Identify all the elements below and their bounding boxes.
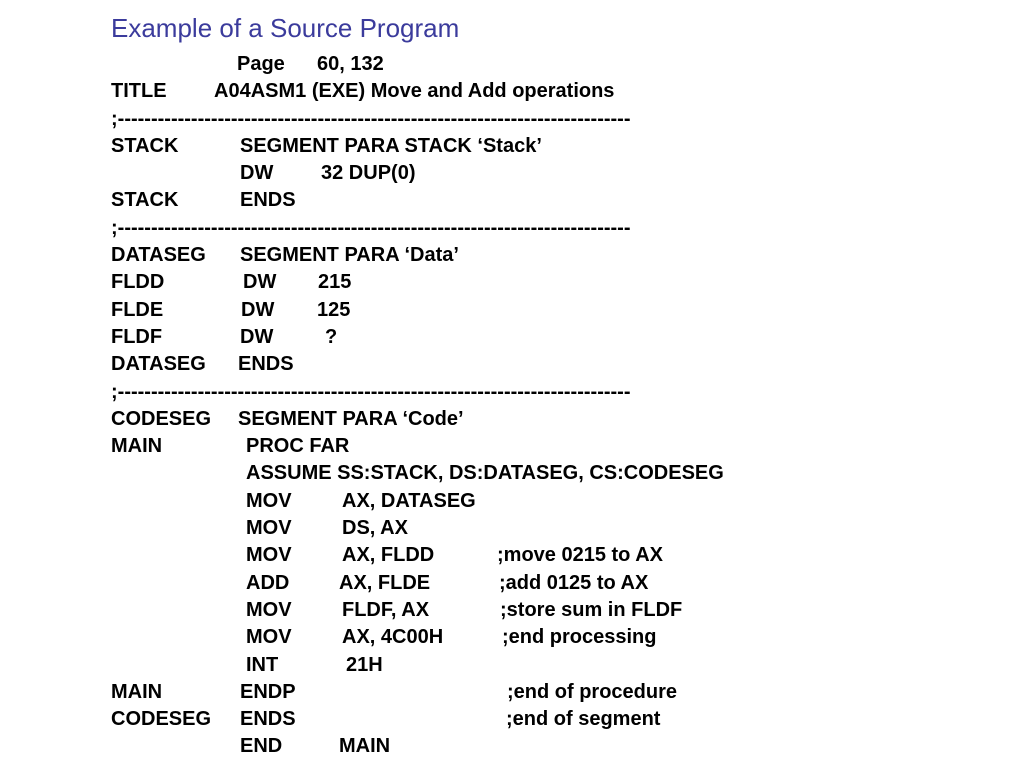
directive: ENDS bbox=[240, 189, 296, 212]
code-line-mov: MOV AX, 4C00H ;end processing bbox=[111, 624, 1011, 651]
operand: ? bbox=[325, 325, 338, 348]
directive: DW bbox=[240, 325, 274, 348]
source-code-listing: Page 60, 132 TITLE A04ASM1 (EXE) Move an… bbox=[111, 51, 1011, 761]
code-line-mov: MOV AX, FLDD ;move 0215 to AX bbox=[111, 542, 1011, 569]
operand: 125 bbox=[317, 298, 351, 321]
code-line-mov: MOV FLDF, AX ;store sum in FLDF bbox=[111, 597, 1011, 624]
label: STACK bbox=[111, 189, 179, 212]
operand: AX, 4C00H bbox=[342, 626, 444, 649]
directive: ENDS bbox=[238, 353, 294, 376]
code-line-assume: ASSUME SS:STACK, DS:DATASEG, CS:CODESEG bbox=[111, 460, 1011, 487]
comment: ;end of segment bbox=[506, 708, 661, 731]
directive: SEGMENT PARA ‘Code’ bbox=[238, 407, 464, 430]
code-line-end: END MAIN bbox=[111, 733, 1011, 760]
label: DATASEG bbox=[111, 353, 206, 376]
code-separator: ;---------------------------------------… bbox=[111, 379, 1011, 406]
operand: DS, AX bbox=[342, 517, 408, 540]
label: TITLE bbox=[111, 80, 167, 103]
label: CODESEG bbox=[111, 708, 212, 731]
code-line-fldf: FLDF DW ? bbox=[111, 324, 1011, 351]
comment: ;store sum in FLDF bbox=[500, 598, 683, 621]
directive: ENDS bbox=[240, 708, 296, 731]
code-line-int: INT 21H bbox=[111, 652, 1011, 679]
code-line-main-endp: MAIN ENDP ;end of procedure bbox=[111, 679, 1011, 706]
code-line-codeseg-segment: CODESEG SEGMENT PARA ‘Code’ bbox=[111, 406, 1011, 433]
instruction: MOV bbox=[246, 489, 292, 512]
code-line-dataseg-segment: DATASEG SEGMENT PARA ‘Data’ bbox=[111, 242, 1011, 269]
operand: MAIN bbox=[339, 735, 391, 758]
code-line-main-proc: MAIN PROC FAR bbox=[111, 433, 1011, 460]
label: FLDD bbox=[111, 271, 165, 294]
code-line-add: ADD AX, FLDE ;add 0125 to AX bbox=[111, 570, 1011, 597]
code-line-title: TITLE A04ASM1 (EXE) Move and Add operati… bbox=[111, 78, 1011, 105]
code-line-stack-ends: STACK ENDS bbox=[111, 187, 1011, 214]
directive: DW bbox=[240, 162, 274, 185]
instruction: INT bbox=[246, 653, 279, 676]
label: FLDF bbox=[111, 325, 163, 348]
code-separator: ;---------------------------------------… bbox=[111, 215, 1011, 242]
comment: ;end processing bbox=[502, 626, 657, 649]
code-separator: ;---------------------------------------… bbox=[111, 106, 1011, 133]
instruction: ADD bbox=[246, 571, 290, 594]
label: MAIN bbox=[111, 435, 163, 458]
label: CODESEG bbox=[111, 407, 212, 430]
code-line-page: Page 60, 132 bbox=[111, 51, 1011, 78]
code-line-flde: FLDE DW 125 bbox=[111, 297, 1011, 324]
operand: FLDF, AX bbox=[342, 598, 430, 621]
operand: 32 DUP(0) bbox=[321, 162, 416, 185]
operand: AX, FLDE bbox=[339, 571, 431, 594]
directive: ASSUME SS:STACK, DS:DATASEG, CS:CODESEG bbox=[246, 462, 724, 485]
directive: END bbox=[240, 735, 283, 758]
code-line-stack-segment: STACK SEGMENT PARA STACK ‘Stack’ bbox=[111, 133, 1011, 160]
label: FLDE bbox=[111, 298, 164, 321]
operand: 215 bbox=[318, 271, 352, 294]
separator-comment: ;---------------------------------------… bbox=[111, 380, 631, 403]
code-line-mov: MOV DS, AX bbox=[111, 515, 1011, 542]
directive: Page bbox=[237, 53, 285, 75]
separator-comment: ;---------------------------------------… bbox=[111, 216, 631, 239]
slide-title: Example of a Source Program bbox=[111, 13, 460, 43]
code-line-fldd: FLDD DW 215 bbox=[111, 269, 1011, 296]
operand: AX, DATASEG bbox=[342, 489, 476, 512]
code-line-mov: MOV AX, DATASEG bbox=[111, 488, 1011, 515]
directive: DW bbox=[241, 298, 275, 321]
operand: 21H bbox=[346, 653, 383, 676]
operand: AX, FLDD bbox=[342, 544, 435, 567]
comment: ;end of procedure bbox=[507, 680, 678, 703]
instruction: MOV bbox=[246, 626, 292, 649]
operand: 60, 132 bbox=[317, 53, 384, 75]
separator-comment: ;---------------------------------------… bbox=[111, 107, 631, 130]
instruction: MOV bbox=[246, 598, 292, 621]
code-line-codeseg-ends: CODESEG ENDS ;end of segment bbox=[111, 706, 1011, 733]
code-line-stack-dw: DW 32 DUP(0) bbox=[111, 160, 1011, 187]
label: STACK bbox=[111, 134, 179, 157]
directive: PROC FAR bbox=[246, 435, 350, 458]
label: MAIN bbox=[111, 680, 163, 703]
instruction: MOV bbox=[246, 544, 292, 567]
comment: ;move 0215 to AX bbox=[497, 544, 663, 567]
code-line-dataseg-ends: DATASEG ENDS bbox=[111, 351, 1011, 378]
directive: SEGMENT PARA ‘Data’ bbox=[240, 244, 459, 267]
directive: DW bbox=[243, 271, 277, 294]
operand: A04ASM1 (EXE) Move and Add operations bbox=[214, 80, 615, 103]
instruction: MOV bbox=[246, 517, 292, 540]
directive: ENDP bbox=[240, 680, 296, 703]
directive: SEGMENT PARA STACK ‘Stack’ bbox=[240, 134, 542, 157]
comment: ;add 0125 to AX bbox=[499, 571, 649, 594]
label: DATASEG bbox=[111, 244, 206, 267]
